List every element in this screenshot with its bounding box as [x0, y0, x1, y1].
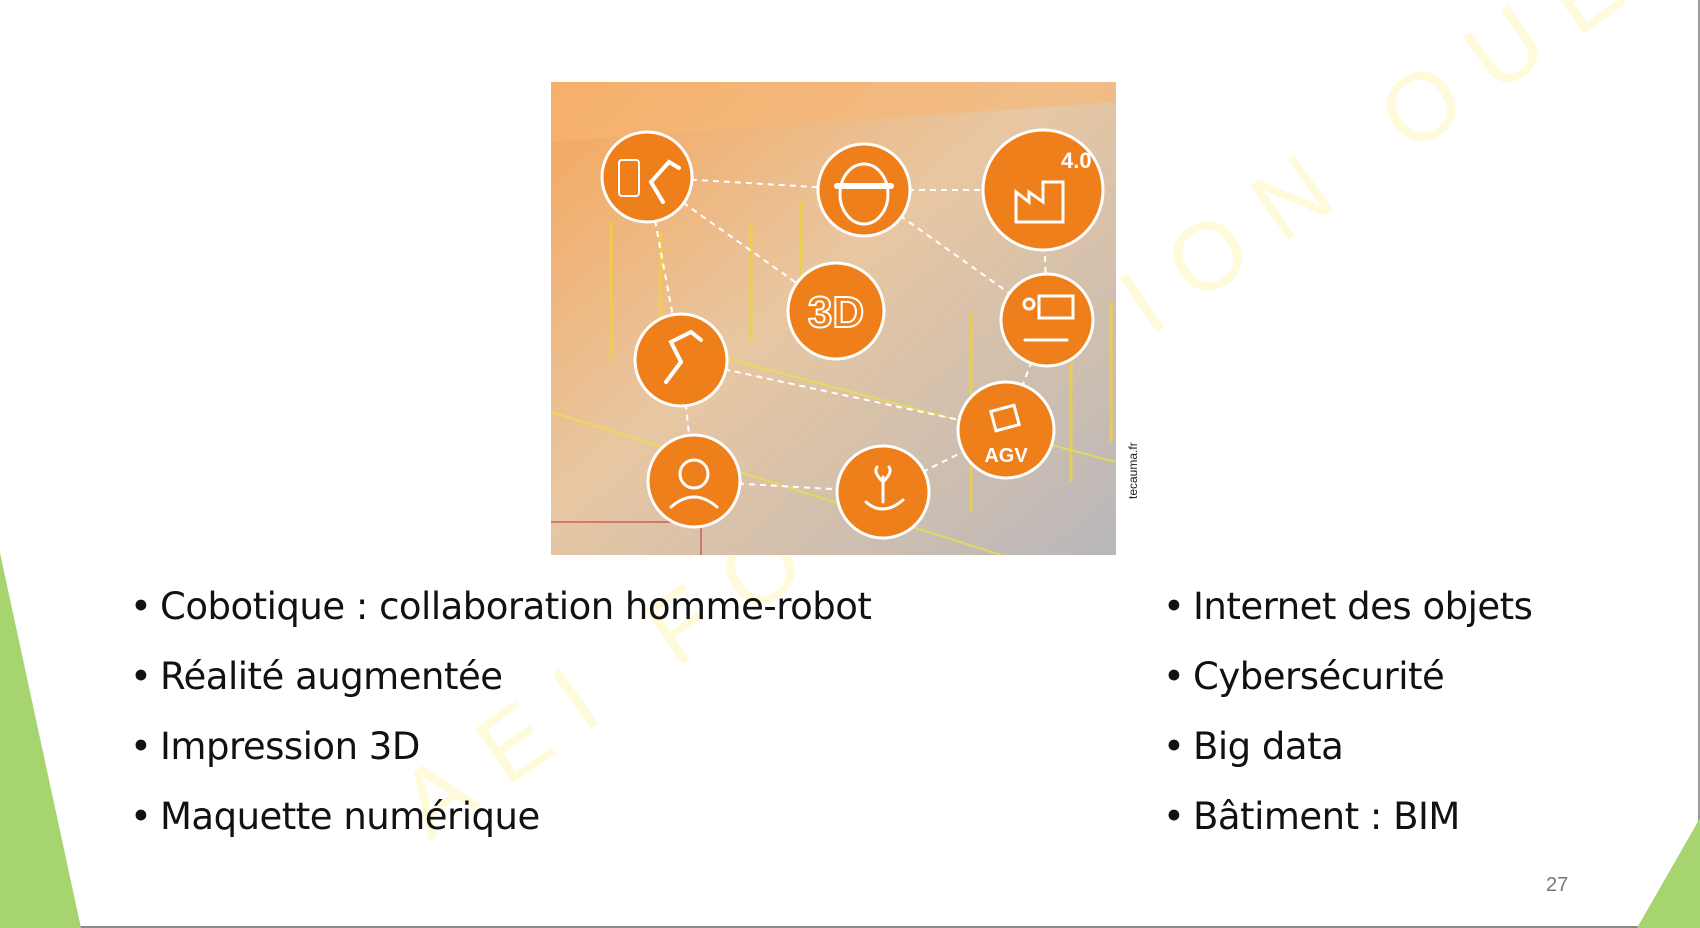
- badge-4-0: 4.0: [1061, 148, 1092, 173]
- left-bullet-list: Cobotique : collaboration homme-robot Ré…: [130, 572, 872, 852]
- cobot-phone-icon: [600, 130, 694, 224]
- ar-glasses-icon: [816, 142, 912, 238]
- image-credit: tecauma.fr: [1126, 442, 1140, 499]
- headset-operator-icon: [646, 433, 742, 529]
- bullet-item: Maquette numérique: [130, 782, 871, 852]
- page-number: 27: [1546, 874, 1569, 896]
- bullet-item: Bâtiment : BIM: [1163, 782, 1532, 852]
- bullet-item: Impression 3D: [130, 712, 871, 782]
- right-green-triangle: [1637, 818, 1700, 928]
- left-green-triangle: [0, 553, 81, 928]
- bullet-item: Réalité augmentée: [130, 642, 871, 712]
- bullet-item: Cybersécurité: [1163, 642, 1532, 712]
- bullet-item: Internet des objets: [1163, 572, 1533, 642]
- badge-3d: 3D: [808, 288, 864, 337]
- badge-agv: AGV: [984, 445, 1028, 467]
- industry-4-0-image: 4.0 3D AGV: [551, 82, 1116, 555]
- right-bullet-list: Internet des objets Cybersécurité Big da…: [1163, 572, 1533, 852]
- 3d-printing-icon: [786, 261, 886, 361]
- bullet-item: Big data: [1163, 712, 1532, 782]
- agv-icon: [956, 380, 1056, 480]
- bullet-item: Cobotique : collaboration homme-robot: [130, 572, 872, 642]
- training-icon: [999, 272, 1095, 368]
